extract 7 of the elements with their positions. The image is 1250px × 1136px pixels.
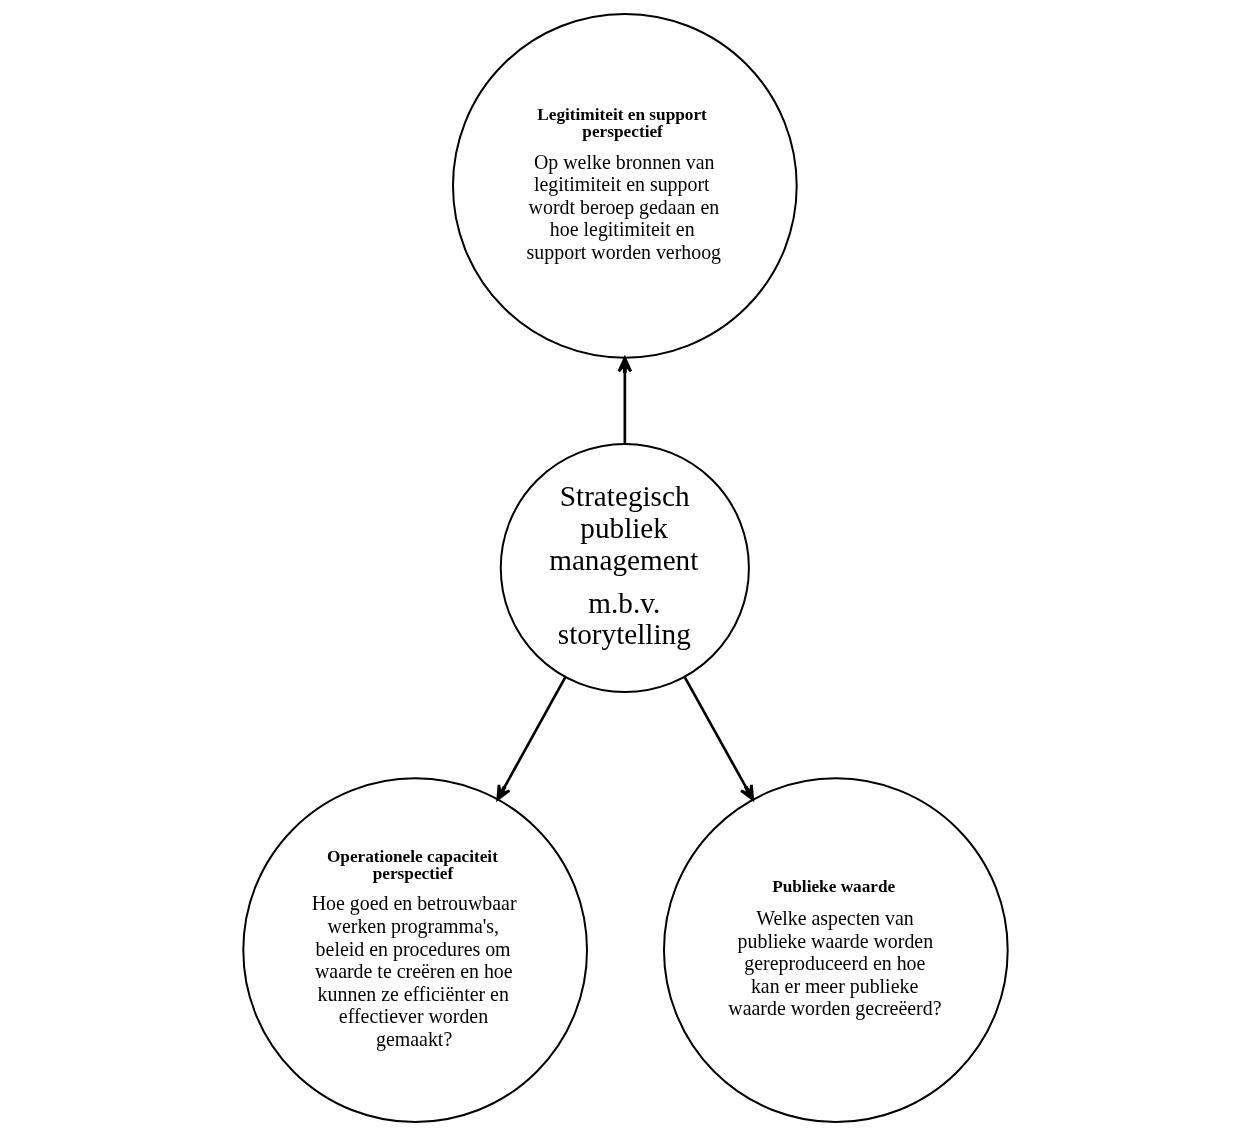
node-circle: Legitimiteit en support perspectief Op welke bronnen van legitimiteit en support wordt beroep gedaan en hoe legitimiteit en support worden verhoog bbox=[451, 12, 798, 359]
arrow bbox=[683, 676, 754, 801]
node-circle: Strategisch publiek management m.b.v. storytelling bbox=[499, 442, 750, 694]
node-circle: Publieke waarde Welke aspecten van publieke waarde worden gereproduceerd en hoe kan er meer publieke waarde worden gecreëerd? bbox=[662, 777, 1009, 1124]
arrow bbox=[495, 676, 566, 801]
node-circle: Operationele capaciteit perspectief Hoe goed en betrouwbaar werken programma's, beleid en procedures om waarde te creëren en hoe kunnen ze efficiënter en effectiever worden gemaakt? bbox=[241, 777, 588, 1124]
arrow bbox=[617, 356, 632, 444]
